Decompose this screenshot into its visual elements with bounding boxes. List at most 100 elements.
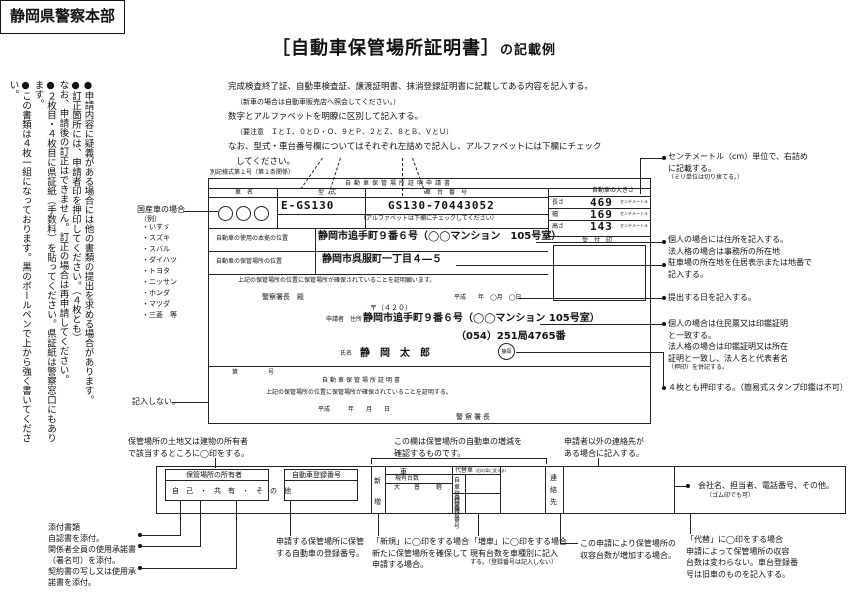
owner-options: 自 己 ・ 共 有 ・ そ の 他	[172, 487, 291, 495]
contact-note-line: 申請者以外の連絡先が	[564, 437, 644, 446]
police-chief: 警察署長 殿	[262, 293, 304, 301]
maker-item: ・マツダ	[142, 300, 170, 308]
contact-label: 連絡先	[550, 474, 557, 506]
left-note: ●訂正箇所には、申請者印を押印してください。（４枚とも）	[70, 80, 81, 343]
instruction-line: 完成検査終了証、自動車検査証、譲渡証明書、抹消登録証明書に記載してある内容を記入…	[228, 82, 593, 92]
left-note: ●２枚目・４枚目に県証紙（手数料）を貼ってください。県証紙は警察窓口にもあります…	[32, 80, 57, 443]
applicant-note-line: （押印）を併記する。	[668, 364, 729, 372]
callout-seal: ４枚とも押印する。（簡易式スタンプ印鑑は不可）	[668, 383, 848, 392]
callout-size: センチメートル（cm）単位で、右詰め に記載する。 （ミリ単位は切り捨てる。）	[668, 151, 808, 183]
count-note-line: 収容台数が増加する場合。	[580, 550, 676, 560]
maker-item: ・ダイハツ	[142, 256, 177, 264]
instruction-line: してください。	[236, 157, 295, 167]
size-label: 長さ	[552, 199, 565, 206]
attach-note-line: 諾書を添付。	[48, 578, 96, 587]
storage-note-line: 駐車場の所在地を住居表示または地番で	[668, 258, 812, 267]
size-value: 143	[590, 220, 613, 233]
title-suffix: の記載例	[500, 43, 557, 58]
postal: 〒（４２０）	[370, 304, 412, 312]
current-label: 現有台数	[395, 475, 420, 482]
left-note: ●この書類は４枚一組になっております。黒のボールペンで上から強く書いてください。	[7, 80, 32, 443]
base-note-line: 法人格の場合は事務所の所在地	[668, 246, 780, 256]
maker-item: ・三菱 等	[142, 311, 177, 319]
model-value: E-GS130	[281, 199, 335, 212]
owner-title: 保管場所の所有者	[186, 471, 242, 479]
attach-note-line: 添付書類	[48, 523, 80, 532]
callout-applicant: 個人の場合は住民票又は印鑑証明 と一致する。 法人格の場合は印鑑証明又は所在 証…	[668, 318, 788, 373]
receipt-box	[553, 245, 646, 301]
instruction-line: （新車の場合は自動車販売店へ照会してください。）	[236, 98, 401, 106]
attach-note-line: 自認書を添付。	[48, 534, 104, 543]
size-unit: センチメートル	[620, 223, 648, 228]
col-model: 型 式	[318, 189, 337, 196]
storage-label: 自動車の保管場所の位置	[216, 258, 283, 265]
applicant-note-line: 法人格の場合は印鑑証明又は所在	[668, 342, 788, 352]
applicant-note-line: 個人の場合は住民票又は印鑑証明	[668, 319, 788, 328]
left-note: ●申請内容に疑義がある場合には他の書類の提出を求める場合があります。	[82, 80, 94, 405]
owner-note: 保管場所の土地又は建物の所有者 で該当するところに◯印をする。	[128, 436, 249, 459]
size-value: 469	[590, 196, 613, 209]
maker-item: ・スバル	[142, 245, 170, 253]
makers-label: （例）	[140, 215, 161, 223]
reg-note-line: する自動車の登録番号。	[276, 548, 364, 558]
cert-date: 平成 年 月 日	[318, 406, 391, 413]
size-unit: センチメートル	[620, 199, 648, 204]
size-value: 169	[590, 208, 613, 221]
certify-text: 上記の保管場所の位置に保管場所が確保されていることを証明願います。	[238, 277, 436, 284]
storage-note-line: 記入する。	[668, 269, 708, 279]
storage-value: 静岡市呉服町一丁目４―５	[322, 254, 442, 265]
increase-note-line: 確認するものです。	[394, 448, 466, 458]
new-note-line: 新たに保管場所を確保して	[372, 548, 468, 558]
count-note-line: この申請により保管場所の	[580, 539, 676, 548]
replace-note-line: 申請によって保管場所の収容	[686, 546, 790, 556]
replace-label: 代替車（旧の車に変える）	[455, 467, 509, 476]
owner-box	[165, 469, 269, 501]
makers-list: ・いすゞ ・スズキ ・スバル ・ダイハツ ・トヨタ ・ニッサン ・ホンダ ・マツ…	[142, 222, 177, 321]
inc-label: 増	[374, 498, 381, 506]
base-value: 静岡市追手町９番６号（◯◯マンション 105号室）	[318, 231, 562, 242]
left-note: なお、申請後の訂正はできません。訂正の場合は再申請してください。	[57, 80, 69, 384]
inc-note-line: 現有台数を車種別に記入	[470, 548, 558, 558]
inc-note-line: 「増車」に◯印をする場合	[470, 537, 567, 546]
contact-item: （ゴム印でも可）	[706, 491, 755, 499]
instruction-line: なお、型式・車台番号欄についてはそれぞれ左詰めで記入し、アルファベットには下欄に…	[228, 142, 602, 152]
col-chassis: 車 台 番 号	[425, 189, 468, 196]
new-label: 新	[374, 477, 381, 485]
cert-issuer: 警察署長	[456, 413, 492, 421]
form-number: 別記様式第１号（第１条関係）	[210, 169, 295, 176]
size-note-line: センチメートル（cm）単位で、右詰め	[668, 152, 808, 161]
replace-note-line: 台数は変わらない。車台登録番	[686, 558, 798, 568]
contact-note: 申請者以外の連絡先が ある場合に記入する。	[564, 436, 644, 459]
light-label: 軽	[436, 484, 443, 491]
contact-items: 会社名、担当者、電話番号、その他。 （ゴム印でも可）	[698, 480, 834, 500]
seal-icon: 静岡	[498, 343, 515, 360]
contact-box	[545, 466, 675, 514]
inc-note-line: する。（登録番号は記入しない）	[470, 559, 558, 567]
contact-note-line: ある場合に記入する。	[564, 448, 644, 458]
maker-item: ・いすゞ	[142, 223, 170, 231]
size-unit: センチメートル	[620, 211, 648, 216]
title-main: ［自動車保管場所証明書］	[272, 38, 500, 59]
reg-box	[284, 469, 358, 501]
replace-note: 「代替」に◯印をする場合 申請によって保管場所の収容 台数は変わらない。車台登録…	[686, 534, 798, 580]
attach-note-line: 関係者全員の使用承諾書	[48, 545, 136, 554]
owner-note-line: 保管場所の土地又は建物の所有者	[128, 437, 248, 446]
increase-box	[371, 466, 501, 514]
count-note: この申請により保管場所の 収容台数が増加する場合。	[580, 538, 676, 561]
size-note-line: に記載する。	[668, 163, 716, 173]
date-label: 平成 年 ◯月 ◯日	[454, 294, 522, 301]
phone: （054）251局4765番	[456, 331, 566, 342]
callout-no-entry: 記入しない。	[132, 397, 180, 406]
size-note-line: （ミリ単位は切り捨てる。）	[668, 174, 744, 182]
applicant-label: 申請者 住所	[326, 316, 363, 323]
circle-mark	[218, 206, 233, 221]
reg-no2-label: 自登録番号	[454, 495, 461, 530]
replace-sub: （旧の車に変える）	[473, 468, 509, 473]
bottom-form	[156, 466, 846, 514]
name-value: 静 岡 太 郎	[360, 348, 430, 359]
normal-label: 普	[414, 484, 421, 491]
maker-item: ・ホンダ	[142, 289, 170, 297]
maker-item: ・トヨタ	[142, 267, 170, 275]
attach-note-line: （署名可）を添付。	[48, 556, 120, 565]
form-header: 自動車保管場所証明申請書	[345, 180, 454, 187]
